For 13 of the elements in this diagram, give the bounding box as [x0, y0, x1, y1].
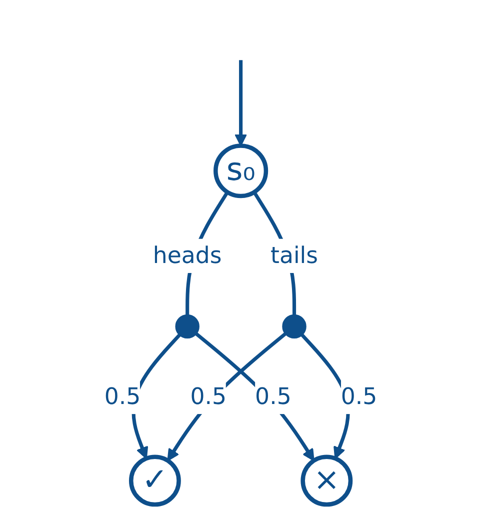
edge-label: heads	[153, 242, 222, 269]
edge-label: 0.5	[190, 382, 227, 410]
edge-label: 0.5	[255, 382, 292, 410]
arrow	[194, 332, 315, 462]
arrow	[167, 332, 288, 462]
node-circle	[175, 314, 200, 339]
edge-label: 0.5	[341, 382, 378, 410]
edge-label: 0.5	[104, 382, 141, 410]
edge-label: tails	[270, 242, 318, 269]
node-circle	[282, 314, 307, 339]
node-circle: s₀	[214, 144, 268, 198]
node-circle: ×	[300, 454, 353, 507]
node-circle: ✓	[129, 454, 182, 507]
